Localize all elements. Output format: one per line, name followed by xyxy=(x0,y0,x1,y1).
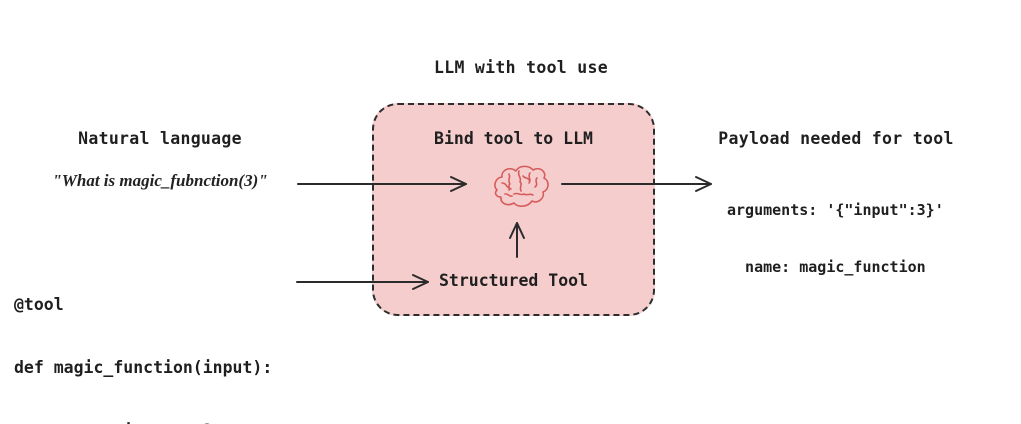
payload-heading: Payload needed for tool xyxy=(718,129,954,148)
diagram-title: LLM with tool use xyxy=(434,58,608,77)
code-line: return input + 2 xyxy=(14,420,272,424)
brain-icon xyxy=(494,165,549,207)
tool-code-block: @tool def magic_function(input): return … xyxy=(14,252,272,424)
payload-line: arguments: '{"input":3}' xyxy=(727,201,944,219)
code-line: @tool xyxy=(14,295,64,314)
natural-language-heading: Natural language xyxy=(78,129,242,148)
bind-tool-heading: Bind tool to LLM xyxy=(434,129,593,148)
payload-line: name: magic_function xyxy=(727,258,926,276)
code-line: def magic_function(input): xyxy=(14,358,273,377)
natural-language-query: "What is magic_fubnction(3)" xyxy=(52,171,268,190)
structured-tool-label: Structured Tool xyxy=(438,271,588,290)
payload-block: arguments: '{"input":3}' name: magic_fun… xyxy=(727,163,944,315)
